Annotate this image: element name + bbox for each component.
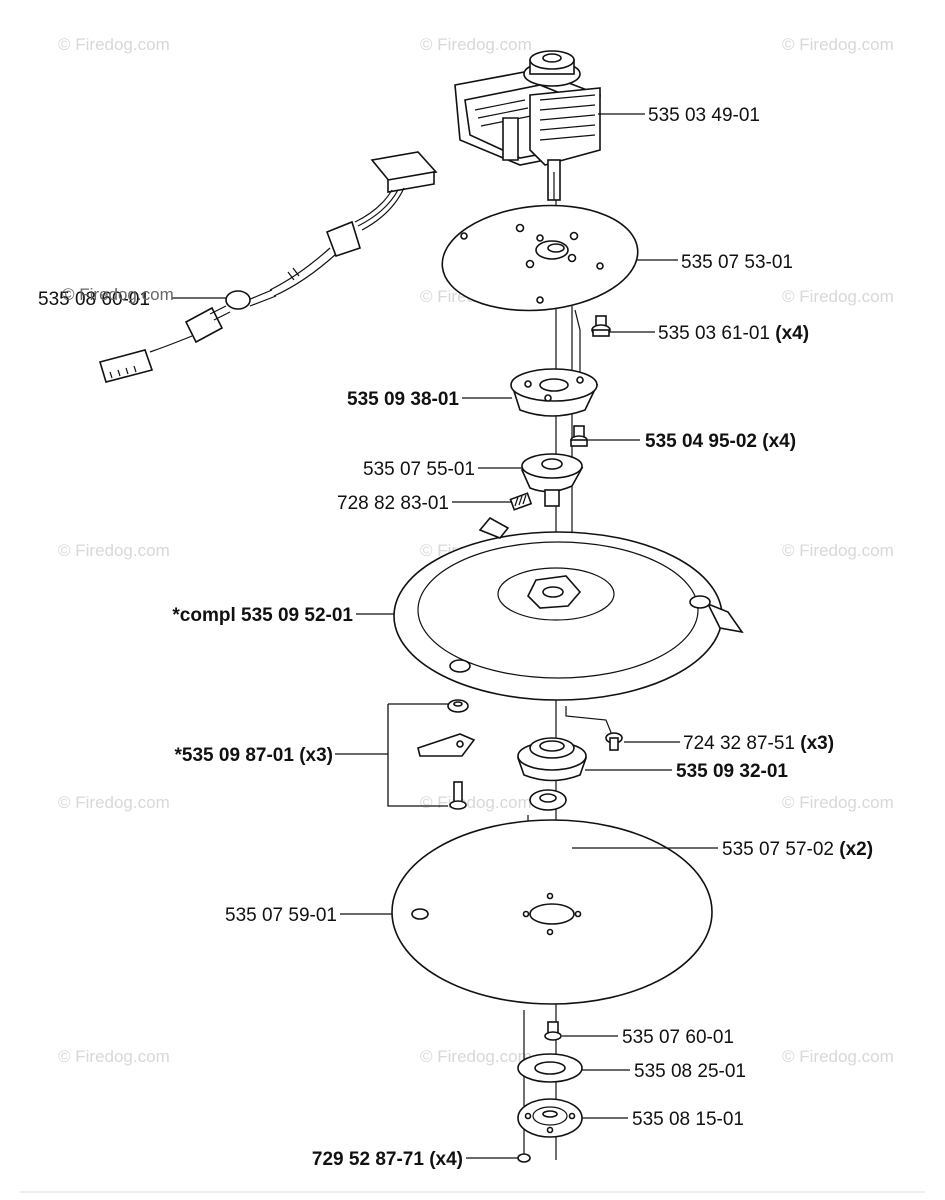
bearing-housing-illustration [516,737,588,782]
part-label: 535 09 32-01 [676,761,788,782]
coupling-illustration [520,453,584,507]
wiring-harness-illustration [98,151,438,383]
part-label: 535 03 61-01 (x4) [658,323,809,344]
watermark-text: © Firedog.com [782,541,894,560]
washer-illustration [517,1053,583,1083]
part-label: 535 03 49-01 [648,105,760,126]
watermark-text: © Firedog.com [782,1047,894,1066]
screw-illustration [517,1153,531,1163]
mounting-plate-illustration [441,204,639,312]
part-label: 535 07 53-01 [681,252,793,273]
watermark-text: © Firedog.com [782,287,894,306]
blade-holder-parts-illustration [417,699,476,810]
part-label: *535 09 87-01 (x3) [175,745,333,766]
watermark-text: © Firedog.com [58,793,170,812]
part-label: 729 52 87-71 (x4) [312,1149,463,1170]
cutting-disc-illustration [391,819,713,1005]
screw-illustration [605,732,623,751]
part-label: 728 82 83-01 [337,493,449,514]
part-label: *compl 535 09 52-01 [172,605,353,626]
part-label: 724 32 87-51 (x3) [683,733,834,754]
flange-illustration [517,1098,583,1138]
watermark-text: © Firedog.com [62,285,174,304]
part-label: 535 04 95-02 (x4) [645,431,796,452]
watermark-text: © Firedog.com [782,35,894,54]
cutter-housing-illustration [393,516,744,701]
hub-illustration [510,368,599,417]
watermark-text: © Firedog.com [420,1047,532,1066]
watermark-text: © Firedog.com [782,793,894,812]
part-label: 535 08 25-01 [634,1061,746,1082]
watermark-text: © Firedog.com [58,541,170,560]
part-label: 535 07 60-01 [622,1027,734,1048]
watermark-text: © Firedog.com [58,35,170,54]
motor-illustration [454,50,601,201]
leader-lines [172,113,718,1159]
watermark-text: © Firedog.com [58,1047,170,1066]
part-label: 535 08 15-01 [632,1109,744,1130]
part-label: 535 07 59-01 [225,905,337,926]
part-labels: 535 03 49-01 535 07 53-01 535 03 61-01 (… [38,105,873,1170]
screw-illustration [591,315,611,337]
part-label: 535 07 55-01 [363,459,475,480]
part-label: 535 07 57-02 (x2) [722,839,873,860]
screw-illustration [570,425,588,447]
part-label: 535 08 60-01 [38,289,150,310]
set-screw-illustration [509,492,533,511]
bolt-illustration [544,1021,562,1041]
part-label: 535 09 38-01 [347,389,459,410]
watermark-text: © Firedog.com [420,793,532,812]
watermark-text: © Firedog.com [420,35,532,54]
